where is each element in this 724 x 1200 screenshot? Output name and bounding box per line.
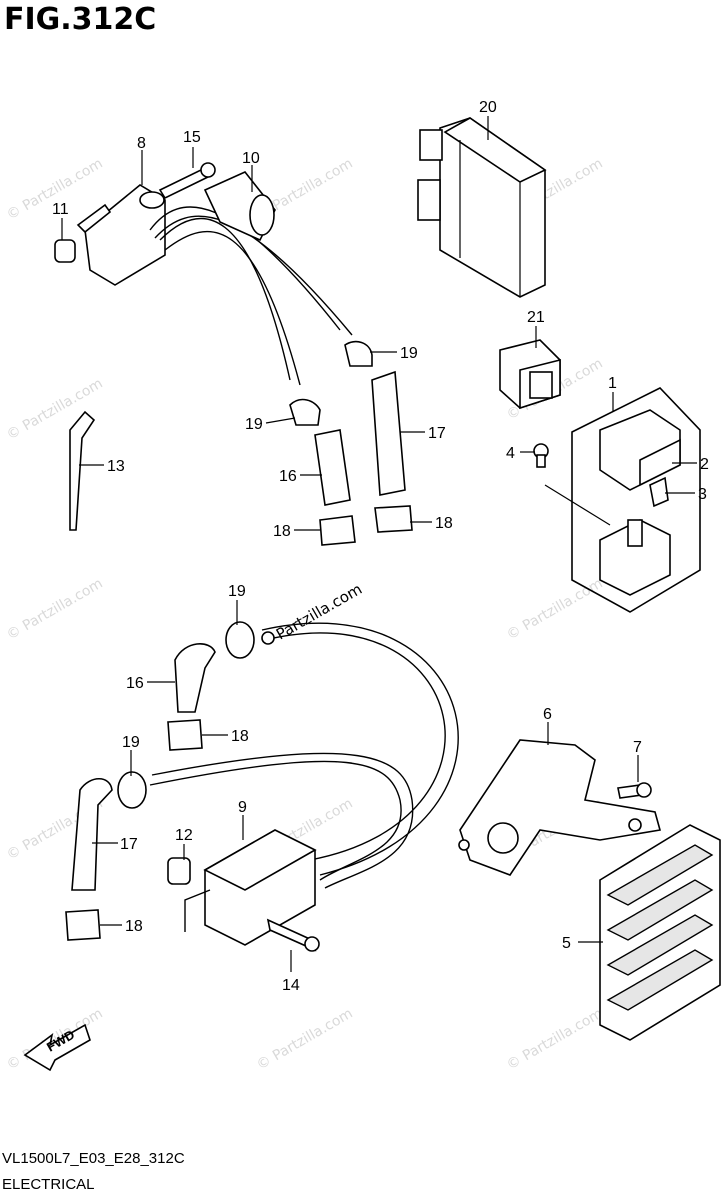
cable-tie-part (69, 410, 96, 531)
watermark: © Partzilla.com (504, 1006, 606, 1074)
watermark-feature: Partzilla.com (273, 580, 365, 644)
lower-ignition-coil-part (167, 829, 320, 952)
watermark: © Partzilla.com (504, 576, 606, 644)
callout-21: 21 (527, 309, 545, 326)
watermark: © Partzilla.com (254, 1006, 356, 1074)
callout-19-b: 19 (245, 416, 263, 433)
callout-4: 4 (506, 445, 515, 462)
callout-20: 20 (479, 99, 497, 116)
callout-15: 15 (183, 129, 201, 146)
callout-16-a: 16 (279, 468, 297, 485)
leader-lines (61, 116, 697, 972)
callout-17-b: 17 (120, 836, 138, 853)
callout-6: 6 (543, 706, 552, 723)
callout-13: 13 (107, 458, 125, 475)
section-name: ELECTRICAL (2, 1176, 95, 1193)
callout-18-d: 18 (125, 918, 143, 935)
regulator-rectifier-part (599, 824, 721, 1041)
callout-18-b: 18 (435, 515, 453, 532)
callout-19-a: 19 (400, 345, 418, 362)
callout-labels: 20 21 1 2 3 4 8 15 10 11 19 19 17 13 16 … (52, 99, 709, 994)
upper-plug-wires (149, 171, 353, 386)
bracket-part (458, 739, 662, 876)
callout-8: 8 (137, 135, 146, 152)
lower-plug-wires (149, 622, 459, 889)
ecm-unit-part (417, 117, 547, 298)
callout-19-d: 19 (122, 734, 140, 751)
figure-title: FIG.312C (4, 2, 157, 37)
watermark: © Partzilla.com (4, 576, 106, 644)
callout-3: 3 (698, 486, 707, 503)
model-code: VL1500L7_E03_E28_312C (2, 1150, 185, 1167)
callout-7: 7 (633, 739, 642, 756)
forward-direction-arrow: FWD (23, 1023, 91, 1072)
callout-19-c: 19 (228, 583, 246, 600)
callout-14: 14 (282, 977, 300, 994)
callout-17-a: 17 (428, 425, 446, 442)
callout-11: 11 (52, 201, 69, 218)
bracket-bolt-part (617, 782, 652, 799)
callout-9: 9 (238, 799, 247, 816)
callout-12: 12 (175, 827, 193, 844)
callout-2: 2 (700, 456, 709, 473)
upper-plug-caps (289, 340, 413, 546)
callout-16-b: 16 (126, 675, 144, 692)
watermark: © Partzilla.com (4, 376, 106, 444)
callout-18-c: 18 (231, 728, 249, 745)
connector-part (499, 339, 561, 410)
callout-10: 10 (242, 150, 260, 167)
lower-plug-caps (65, 621, 275, 941)
callout-1: 1 (608, 375, 617, 392)
upper-ignition-coil-part (54, 162, 216, 286)
relay-assembly-box (544, 387, 701, 613)
callout-18-a: 18 (273, 523, 291, 540)
callout-5: 5 (562, 935, 571, 952)
bolt-part (533, 443, 549, 468)
